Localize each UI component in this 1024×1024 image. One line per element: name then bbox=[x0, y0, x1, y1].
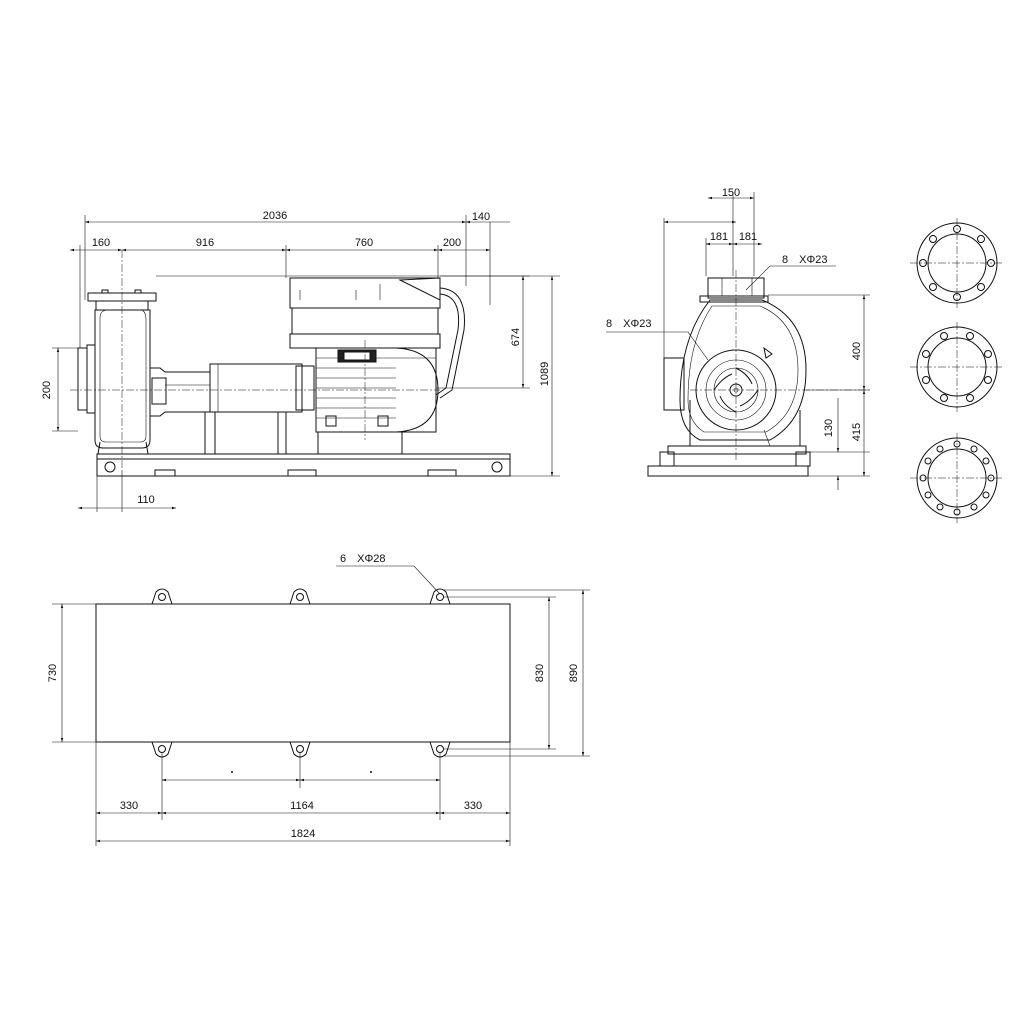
dim-181-right: 181 bbox=[739, 231, 757, 243]
dim-830: 830 bbox=[534, 664, 546, 682]
dim-130: 130 bbox=[823, 419, 835, 437]
dim-200-motor: 200 bbox=[443, 237, 461, 249]
dim-1824: 1824 bbox=[291, 828, 315, 840]
anchor-lug bbox=[151, 588, 173, 605]
flange-detail-12-holes bbox=[910, 433, 1004, 523]
end-motor-outline bbox=[663, 357, 685, 411]
dim-400: 400 bbox=[851, 342, 863, 360]
volute-casing bbox=[679, 299, 807, 441]
end-view: 150 181 181 8 XΦ23 8 XΦ23 400 130 415 bbox=[606, 187, 870, 490]
motor-cable bbox=[435, 293, 460, 396]
dim-160: 160 bbox=[92, 237, 110, 249]
inlet-bolt-holes-note: 8 XΦ23 bbox=[606, 318, 651, 330]
side-view: 2036 140 160 916 760 200 674 1089 200 11… bbox=[41, 210, 560, 512]
impeller-blades bbox=[713, 367, 759, 413]
outlet-bolt-holes-note: 8 XΦ23 bbox=[782, 254, 827, 266]
dim-415: 415 bbox=[851, 423, 863, 441]
pump-casing bbox=[94, 309, 151, 449]
side-base-frame bbox=[96, 453, 511, 477]
dim-1164: 1164 bbox=[290, 800, 314, 812]
dim-110: 110 bbox=[137, 494, 155, 506]
dim-181-left: 181 bbox=[710, 231, 728, 243]
inlet-flange bbox=[77, 347, 88, 411]
plan-view: 6 XΦ28 730 830 890 330 1164 330 1824 bbox=[47, 553, 590, 846]
base-plate-outline bbox=[95, 603, 511, 743]
dim-150: 150 bbox=[722, 187, 740, 199]
coupling-guard bbox=[209, 363, 303, 413]
anchor-holes-note: 6 XΦ28 bbox=[340, 553, 385, 565]
dim-760: 760 bbox=[355, 237, 373, 249]
flange-details bbox=[910, 218, 1004, 523]
dim-674: 674 bbox=[510, 328, 522, 346]
dim-2036: 2036 bbox=[263, 210, 287, 222]
dim-1089: 1089 bbox=[539, 362, 551, 386]
dim-330-left: 330 bbox=[120, 800, 138, 812]
dim-916: 916 bbox=[196, 237, 214, 249]
dim-200-inlet: 200 bbox=[41, 381, 53, 399]
end-base bbox=[647, 465, 809, 477]
dim-890: 890 bbox=[568, 664, 580, 682]
motor-drive-top bbox=[289, 277, 441, 309]
flange-detail-8-holes-a bbox=[910, 218, 1004, 308]
flange-detail-8-holes-b bbox=[910, 322, 1004, 412]
dim-330-right: 330 bbox=[464, 800, 482, 812]
dim-730: 730 bbox=[47, 664, 59, 682]
dim-140: 140 bbox=[472, 211, 490, 223]
